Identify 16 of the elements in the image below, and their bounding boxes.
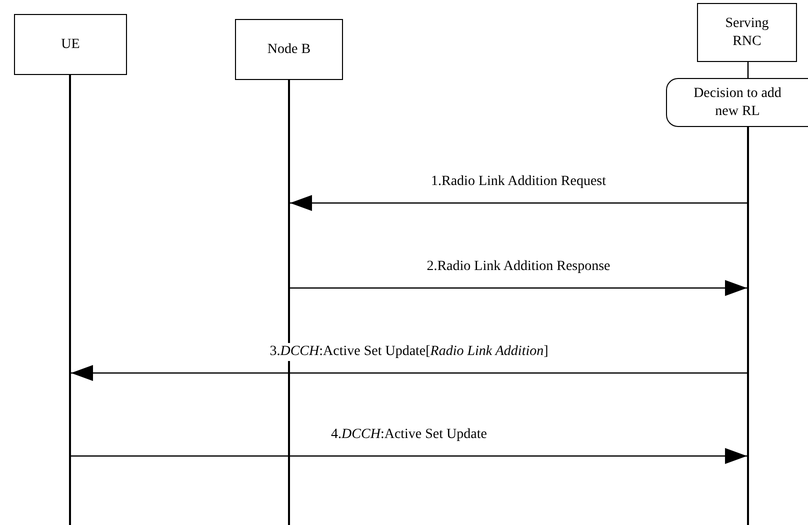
entity-box [14, 14, 127, 75]
connector-line [747, 62, 749, 78]
arrow [290, 195, 747, 211]
entity-box [697, 3, 797, 62]
decision-text: Decision to add new RL [692, 84, 782, 120]
decision-box [666, 78, 808, 127]
lifeline [747, 127, 749, 525]
arrow [290, 280, 747, 296]
entity-box [235, 19, 343, 80]
arrow [71, 365, 747, 381]
entity-name: Serving RNC [724, 14, 770, 50]
entity-name: UE [60, 36, 81, 54]
lifeline [69, 75, 71, 525]
entity-name: Node B [266, 40, 312, 58]
lifeline [288, 80, 290, 525]
arrow [71, 448, 747, 464]
